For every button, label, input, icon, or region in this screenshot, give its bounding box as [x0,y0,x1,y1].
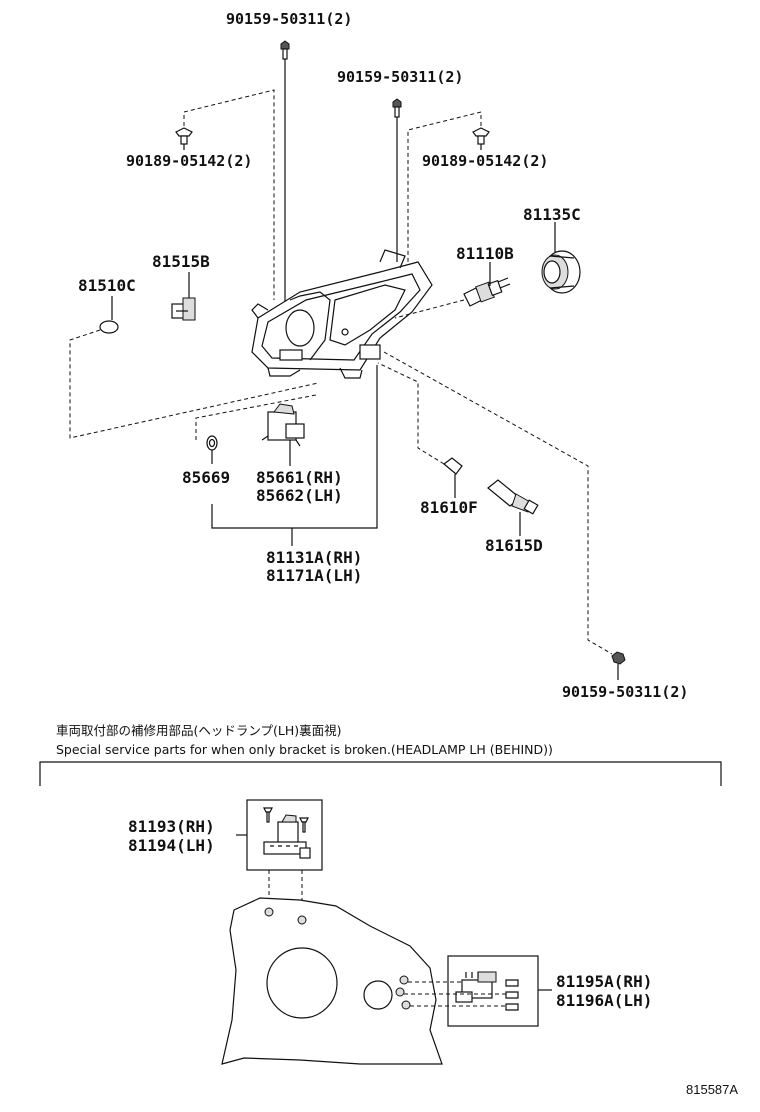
socket-81515b-icon [171,297,196,321]
label-81196a-lh: 81196A(LH) [556,991,652,1010]
label-screw-right: 90189-05142(2) [422,152,548,170]
detail-bracket [39,761,722,786]
figure-code: 815587A [686,1082,738,1097]
bolt-top-right-icon [392,98,402,118]
label-bolt-top-right: 90159-50311(2) [337,68,463,86]
label-81515b: 81515B [152,252,210,271]
label-81171a-lh: 81171A(LH) [266,566,362,585]
grommet-85669-icon [206,435,218,451]
label-bolt-top-center: 90159-50311(2) [226,10,352,28]
screw-left-icon [175,127,193,145]
label-81193-rh: 81193(RH) [128,817,215,836]
label-81194-lh: 81194(LH) [128,836,215,855]
label-81610f: 81610F [420,498,478,517]
label-81131a-rh: 81131A(RH) [266,548,362,567]
cover-81135c-icon [541,250,581,294]
headlamp-rear-view [221,897,443,1065]
screw-right-icon [472,127,490,145]
label-81135c: 81135C [523,205,581,224]
label-81510c: 81510C [78,276,136,295]
bulb-81610f-icon [443,457,463,475]
label-81195a-rh: 81195A(RH) [556,972,652,991]
headlamp-assembly [251,249,433,379]
bracket-upper-icon [263,807,311,859]
note-japanese: 車両取付部の補修用部品(ヘッドランプ(LH)裏面視) [56,723,342,738]
actuator-85661-icon [261,403,305,447]
label-screw-left: 90189-05142(2) [126,152,252,170]
label-85662-lh: 85662(LH) [256,486,343,505]
label-85661-rh: 85661(RH) [256,468,343,487]
bulb-81510c-icon [99,320,119,334]
bulb-81110b-icon [463,277,511,307]
socket-81615d-icon [487,479,539,515]
note-english: Special service parts for when only brac… [56,742,553,757]
label-81110b: 81110B [456,244,514,263]
label-85669: 85669 [182,468,230,487]
bolt-bottom-right-icon [611,651,626,665]
label-81615d: 81615D [485,536,543,555]
bolt-top-center-icon [280,40,290,60]
label-bolt-bottom-right: 90159-50311(2) [562,683,688,701]
